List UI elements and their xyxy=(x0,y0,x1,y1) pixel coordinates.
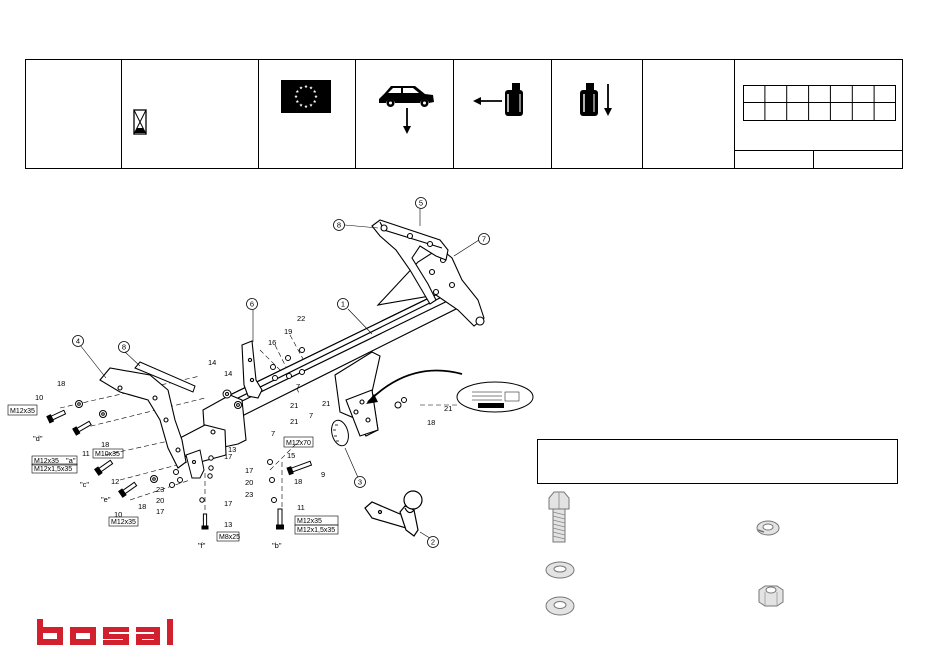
callout-17c: 17 xyxy=(245,466,253,475)
callout-14b: 14 xyxy=(224,369,232,378)
callout-17b: 17 xyxy=(224,499,232,508)
part-number-2: 2 xyxy=(431,538,435,547)
callout-21a: 21 xyxy=(290,401,298,410)
callout-19: 19 xyxy=(284,327,292,336)
part-number-6: 6 xyxy=(250,300,254,309)
callout-7c: 7 xyxy=(309,411,313,420)
callout-13b: 13 xyxy=(228,445,236,454)
callout-13a: 13 xyxy=(224,520,232,529)
part-number-3: 3 xyxy=(358,478,362,487)
quote-c: "c" xyxy=(80,480,89,489)
callout-23b: 23 xyxy=(245,490,253,499)
callout-18e: 18 xyxy=(427,418,435,427)
callout-20b: 20 xyxy=(245,478,253,487)
label-m12x35-a: M12x35 xyxy=(10,408,35,415)
callout-21d: 21 xyxy=(444,404,452,413)
callout-17a: 17 xyxy=(156,507,164,516)
quote-f: "f" xyxy=(198,541,206,550)
label-m12x35-d: M12x35 xyxy=(297,518,322,525)
callout-21c: 21 xyxy=(322,399,330,408)
callout-14a: 14 xyxy=(208,358,216,367)
type-label-plate xyxy=(457,382,533,412)
callout-9: 9 xyxy=(321,470,325,479)
callout-18a: 18 xyxy=(57,379,65,388)
callout-18d: 18 xyxy=(294,477,302,486)
part-number-7: 7 xyxy=(482,235,486,244)
part-number-1: 1 xyxy=(341,300,345,309)
callout-10a: 10 xyxy=(35,393,43,402)
label-m8x25: M8x25 xyxy=(219,534,240,541)
callout-15: 15 xyxy=(287,451,295,460)
part-number-5: 5 xyxy=(419,199,423,208)
part-number-4: 4 xyxy=(76,337,80,346)
callout-23a: 23 xyxy=(156,485,164,494)
part-number-8b: 8 xyxy=(122,343,126,352)
label-m10x35: M10x35 xyxy=(95,451,120,458)
label-m12x70: M12x70 xyxy=(286,440,311,447)
label-m12x1535-b: M12x1,5x35 xyxy=(34,466,72,473)
callout-16: 16 xyxy=(268,338,276,347)
callout-22: 22 xyxy=(297,314,305,323)
callout-20a: 20 xyxy=(156,496,164,505)
callout-7b: 7 xyxy=(296,382,300,391)
callout-7a: 7 xyxy=(271,429,275,438)
quote-e: "e" xyxy=(101,495,111,504)
quote-b: "b" xyxy=(272,541,282,550)
quote-d: "d" xyxy=(33,434,43,443)
label-m12x1535-d: M12x1,5x35 xyxy=(297,527,335,534)
label-m12x35-c: M12x35 xyxy=(111,519,136,526)
callout-18b: 18 xyxy=(101,440,109,449)
callout-11b: 11 xyxy=(297,503,305,512)
label-m12x35-b: M12x35 xyxy=(34,458,59,465)
callout-11a: 11 xyxy=(82,449,90,458)
notes-box xyxy=(537,439,898,484)
bosal-logo xyxy=(37,619,185,647)
callout-21b: 21 xyxy=(290,417,298,426)
quote-a: "a" xyxy=(66,456,76,465)
callout-10b: 10 xyxy=(114,510,122,519)
callout-18c: 18 xyxy=(138,502,146,511)
callout-12: 12 xyxy=(111,477,119,486)
part-number-8: 8 xyxy=(337,221,341,230)
